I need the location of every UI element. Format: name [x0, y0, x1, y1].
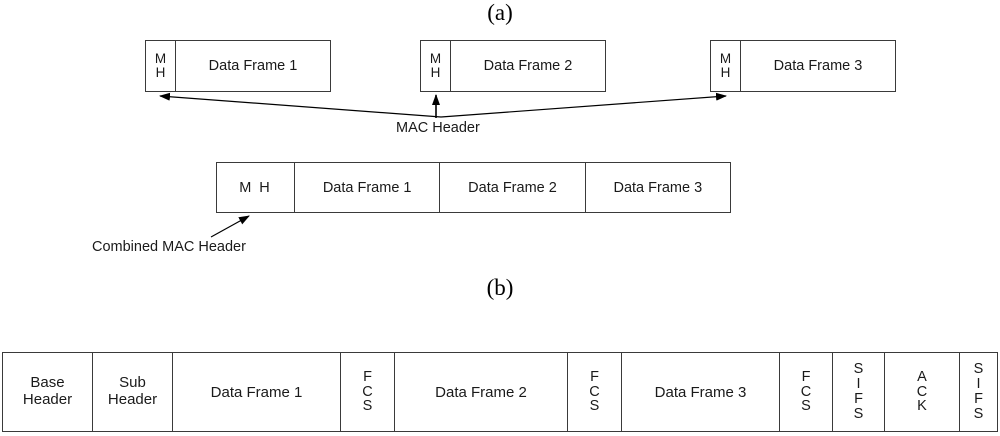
cell-data-frame-3: Data Frame 3: [622, 353, 780, 431]
cell-base-header: Base Header: [3, 353, 93, 431]
cell-data-frame-1: Data Frame 1: [173, 353, 341, 431]
cell-line: C: [916, 383, 928, 400]
cell-data-frame-2: Data Frame 2: [395, 353, 568, 431]
cell-line: C: [362, 383, 373, 400]
cell-sifs-1: S I F S: [833, 353, 885, 431]
combined-frame: M H Data Frame 1 Data Frame 2 Data Frame…: [216, 162, 731, 213]
combined-mac-header-annotation-label: Combined MAC Header: [92, 239, 246, 255]
cell-line: F: [801, 368, 811, 385]
combined-data-frame-cell-3: Data Frame 3: [585, 163, 730, 212]
cell-line: I: [976, 376, 981, 393]
mac-header-cell-3: M H: [711, 41, 741, 91]
mac-header-letter: M: [154, 51, 167, 67]
mac-header-letter: H: [720, 65, 731, 80]
data-frame-cell-1: Data Frame 1: [176, 41, 330, 91]
cell-line: C: [800, 383, 812, 400]
cell-fcs-3: F C S: [780, 353, 833, 431]
cell-line: F: [974, 391, 983, 407]
cell-ack: A C K: [885, 353, 960, 431]
cell-line: S: [801, 398, 811, 415]
cell-line: Sub: [119, 374, 146, 392]
cell-line: F: [590, 368, 599, 385]
cell-fcs-2: F C S: [568, 353, 622, 431]
cell-line: A: [917, 368, 927, 385]
cell-line: S: [853, 405, 864, 422]
data-frame-cell-2: Data Frame 2: [451, 41, 605, 91]
mac-header-letter: H: [430, 65, 441, 80]
combined-mac-header-arrow: [210, 215, 250, 238]
data-frame-cell-3: Data Frame 3: [741, 41, 895, 91]
combined-data-frame-cell-1: Data Frame 1: [295, 163, 441, 212]
mac-header-letter: M: [719, 51, 732, 67]
combined-mac-header-cell: M H: [217, 163, 295, 212]
mac-header-letter: H: [155, 65, 166, 80]
cell-line: Header: [107, 391, 158, 408]
mac-header-annotation-label: MAC Header: [396, 120, 480, 136]
cell-line: K: [917, 398, 927, 415]
cell-sub-header: Sub Header: [93, 353, 173, 431]
separate-frame-1: M H Data Frame 1: [145, 40, 331, 92]
cell-fcs-1: F C S: [341, 353, 395, 431]
mac-header-letter: M: [429, 51, 442, 67]
mac-header-cell-2: M H: [421, 41, 451, 91]
separate-frame-3: M H Data Frame 3: [710, 40, 896, 92]
mac-header-cell-1: M H: [146, 41, 176, 91]
cell-line: S: [973, 361, 984, 378]
cell-line: Base: [30, 374, 65, 392]
combined-data-frame-cell-2: Data Frame 2: [440, 163, 586, 212]
cell-line: I: [856, 376, 861, 393]
separate-frame-2: M H Data Frame 2: [420, 40, 606, 92]
cell-line: F: [363, 368, 372, 385]
cell-line: S: [589, 398, 600, 415]
cell-sifs-2: S I F S: [960, 353, 997, 431]
aggregated-frame: Base Header Sub Header Data Frame 1 F C …: [2, 352, 998, 432]
cell-line: F: [854, 391, 863, 407]
cell-line: C: [589, 383, 600, 400]
panel-a-caption: (a): [487, 0, 513, 25]
cell-line: S: [853, 361, 864, 378]
cell-line: S: [362, 398, 373, 415]
mac-header-arrow-right: [440, 92, 727, 118]
panel-b-caption: (b): [486, 275, 514, 300]
cell-line: Header: [22, 391, 73, 408]
cell-line: S: [973, 405, 984, 422]
mac-header-arrow-left: [159, 92, 442, 118]
